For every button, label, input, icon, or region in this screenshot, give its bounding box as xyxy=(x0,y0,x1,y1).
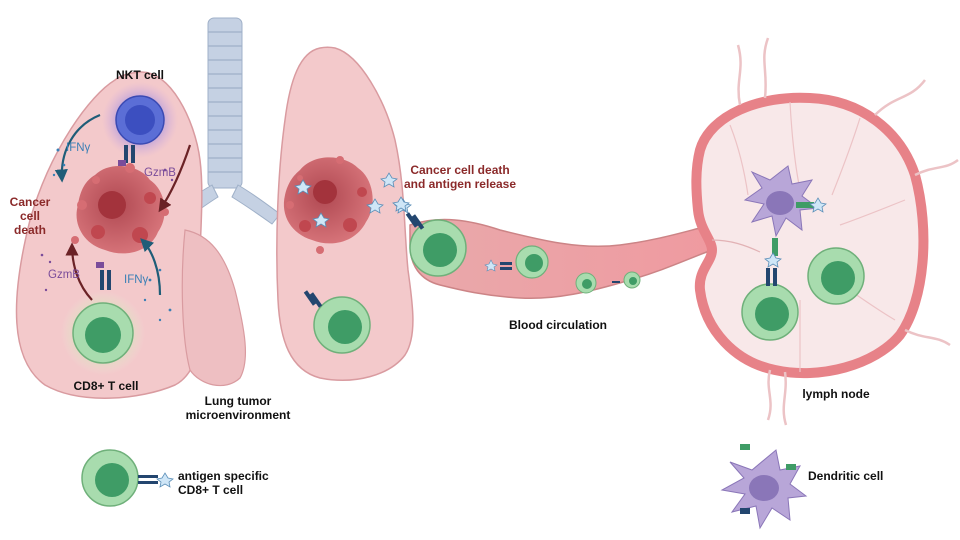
lung-tumor-line2: microenvironment xyxy=(186,408,291,422)
cancer-death-release-line2: and antigen release xyxy=(404,177,516,191)
nkt-cell-label: NKT cell xyxy=(116,68,164,82)
cancer-cell-death-line2: cell xyxy=(20,209,40,223)
legend-antigen-line2: CD8+ T cell xyxy=(178,483,243,497)
gzmb-top-label: GzmB xyxy=(144,167,176,179)
gzmb-bottom-label: GzmB xyxy=(48,269,80,281)
cancer-cell-death-line1: Cancer xyxy=(10,195,51,209)
ifng-bottom-label: IFNγ xyxy=(124,274,149,286)
dendritic-cell-label: Dendritic cell xyxy=(808,469,883,483)
lymph-node-label: lymph node xyxy=(802,387,870,401)
ifng-top-label: IFNγ xyxy=(66,142,91,154)
legend-antigen-line1: antigen specific xyxy=(178,469,269,483)
blood-circulation-label: Blood circulation xyxy=(509,318,607,332)
dendritic-cell-legend xyxy=(722,444,806,528)
lymph-node xyxy=(696,38,958,425)
cd8-t-cell-label: CD8+ T cell xyxy=(73,379,138,393)
lung-tumor-line1: Lung tumor xyxy=(205,394,272,408)
cancer-cell-death-line3: death xyxy=(14,223,46,237)
cancer-death-release-line1: Cancer cell death xyxy=(410,163,509,177)
legend-t-cell xyxy=(82,450,173,506)
